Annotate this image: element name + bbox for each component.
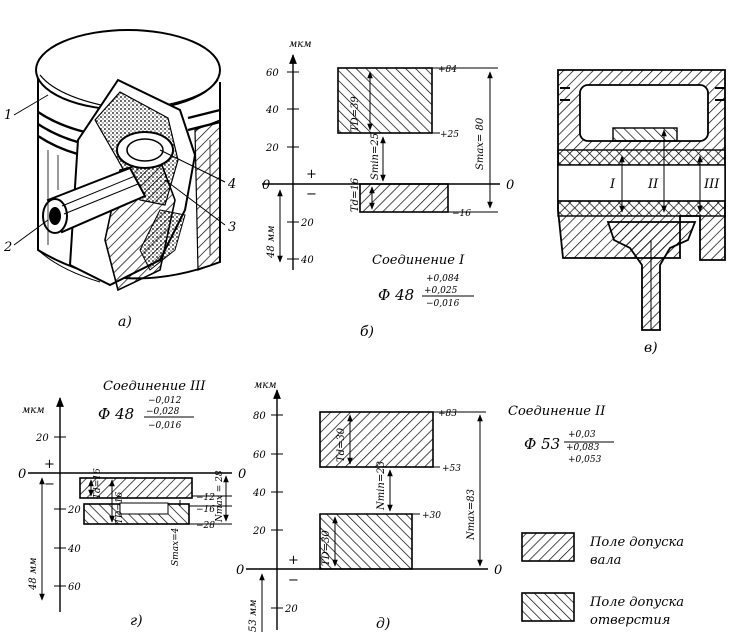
zero-b-right: 0 [506, 178, 514, 193]
unit-mkm-g: мкм [22, 405, 45, 416]
joint-2-dev-top: +0,03 [568, 430, 596, 440]
legend-shaft-line1: Поле допуска [589, 535, 684, 550]
section-label-I: I [609, 177, 616, 192]
legend [521, 532, 575, 622]
plus-g: + [44, 457, 55, 472]
caption-d: д) [376, 616, 390, 632]
plus-d: + [288, 553, 299, 568]
tick-b-20: 20 [265, 143, 279, 154]
joint-1-dev-mid: +0,025 [424, 286, 458, 296]
piston-cutaway-drawing [13, 29, 226, 292]
mark-g-28: −28 [196, 521, 215, 531]
minus-b: − [306, 187, 317, 202]
td-hole-d: TD=30 [321, 530, 332, 566]
zero-d-right: 0 [494, 563, 502, 578]
caption-v: в) [644, 340, 658, 356]
td-shaft-b: Td=16 [350, 177, 361, 212]
plus-b: + [306, 167, 317, 182]
tick-g-20-neg: 20 [67, 505, 81, 516]
tick-d-40: 40 [252, 488, 266, 499]
joint-3-dev-mid: −0,028 [146, 407, 180, 417]
td-hole-g: TD=16 [115, 492, 125, 524]
s-min-b: Smin=25 [370, 133, 381, 180]
n-max-d: Nmax=83 [466, 489, 477, 541]
joint-2-title: Соединение II [508, 404, 606, 419]
size-53mm-d: 53 мм [248, 600, 259, 633]
mark-d-30: +30 [422, 511, 441, 521]
joint-3-dev-top: −0,012 [148, 396, 182, 406]
zero-b-left: 0 [262, 178, 270, 193]
piston-section-drawing [557, 69, 726, 331]
td-hole-b: TD=39 [350, 96, 361, 132]
joint-3-dev-bot: −0,016 [148, 421, 182, 431]
tick-b-20-neg: 20 [300, 218, 314, 229]
tick-d-20: 20 [252, 526, 266, 537]
zero-g-left: 0 [18, 467, 26, 482]
caption-g: г) [130, 613, 143, 629]
tick-d-20-neg: 20 [284, 604, 298, 615]
caption-a: а) [118, 314, 132, 330]
s-max-g: Smax=4 [171, 527, 181, 566]
tick-b-60: 60 [266, 68, 279, 79]
size-48mm-g: 48 мм [28, 558, 39, 592]
joint-3-title: Соединение III [103, 379, 206, 394]
mark-g-16: −16 [196, 505, 215, 515]
legend-hole-line2: отверстия [590, 613, 670, 628]
tick-g-60-neg: 60 [68, 582, 81, 593]
legend-hole-swatch [521, 592, 575, 622]
mark-b-25: +25 [440, 130, 459, 140]
s-max-b: Smax= 80 [475, 117, 486, 170]
mark-b-84: +84 [438, 65, 457, 75]
zero-g-right: 0 [238, 467, 246, 482]
tick-d-80: 80 [253, 411, 266, 422]
tick-b-40-neg: 40 [300, 255, 314, 266]
legend-shaft-swatch [521, 532, 575, 562]
joint-1-title: Соединение I [372, 253, 465, 268]
legend-hole-line1: Поле допуска [589, 595, 684, 610]
joint-3-nominal: Φ 48 [98, 405, 134, 423]
mark-g-12: −12 [196, 493, 215, 503]
tick-b-40: 40 [265, 105, 279, 116]
unit-mkm-b: мкм [289, 39, 312, 50]
n-max-g: Nmax = 28 [215, 470, 225, 523]
minus-d: − [288, 573, 299, 588]
tolerance-diagram-joint-3 [28, 397, 232, 612]
joint-2-dev-bot: +0,053 [568, 455, 602, 465]
td-shaft-g: Td=16 [93, 468, 103, 499]
legend-shaft-line2: вала [590, 553, 621, 568]
joint-2-dev-mid: +0,083 [566, 443, 600, 453]
mark-b-16: −16 [452, 209, 471, 219]
part-label-4: 4 [227, 177, 236, 192]
zero-d-left: 0 [236, 563, 244, 578]
tick-d-60: 60 [253, 450, 266, 461]
part-label-2: 2 [3, 240, 12, 255]
tolerance-diagram-joint-2 [246, 389, 488, 632]
section-label-III: III [703, 177, 720, 192]
mark-d-83: +83 [438, 409, 457, 419]
joint-1-dev-bot: −0,016 [426, 299, 460, 309]
part-label-1: 1 [4, 108, 12, 123]
part-label-3: 3 [228, 220, 236, 235]
unit-mkm-d: мкм [254, 380, 277, 391]
size-48mm-b: 48 мм [266, 226, 277, 260]
tick-g-20: 20 [35, 433, 49, 444]
td-shaft-d: Td=30 [336, 427, 347, 462]
mark-d-53: +53 [442, 464, 461, 474]
tolerance-diagram-joint-1 [262, 54, 500, 270]
tick-g-40-neg: 40 [67, 544, 81, 555]
n-min-d: Nmin=23 [376, 461, 387, 511]
joint-1-nominal: Φ 48 [378, 286, 414, 304]
caption-b: б) [360, 324, 374, 340]
minus-g: − [44, 477, 55, 492]
section-label-II: II [647, 177, 659, 192]
joint-2-nominal: Φ 53 [524, 435, 560, 453]
joint-1-dev-top: +0,084 [426, 274, 460, 284]
